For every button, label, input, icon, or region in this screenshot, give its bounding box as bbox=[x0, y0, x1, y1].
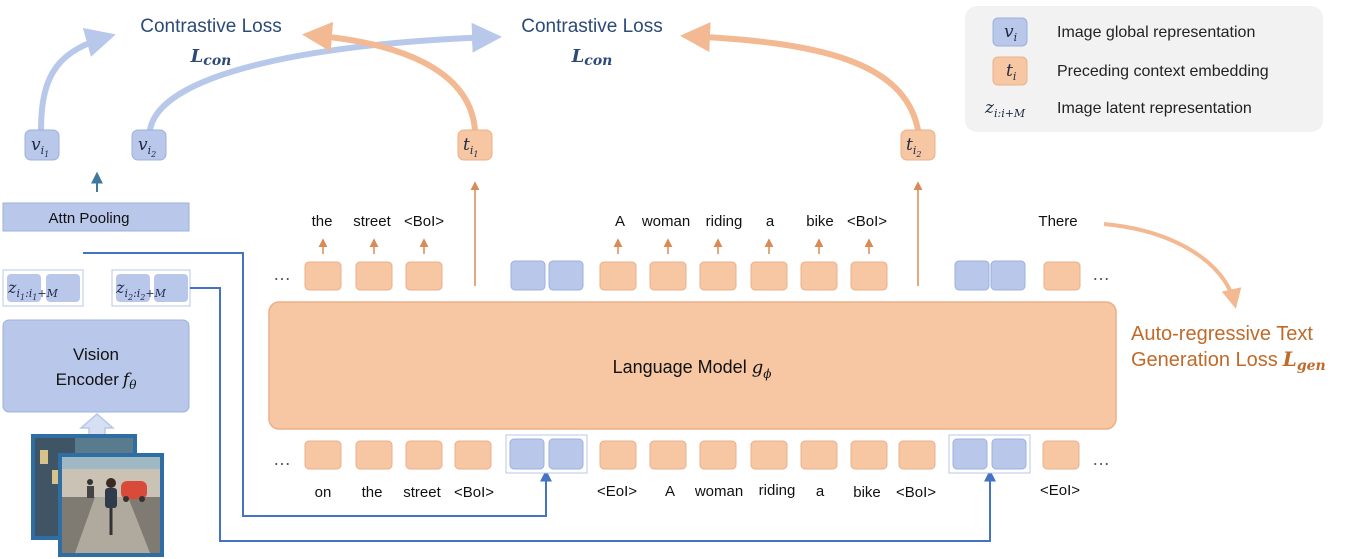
svg-text:ti1: ti1 bbox=[463, 135, 478, 159]
bottom-token: street bbox=[403, 484, 441, 501]
node-t-i1: ti1 bbox=[457, 129, 493, 161]
legend-label-image-global: Image global representation bbox=[1057, 24, 1255, 41]
top-token: the bbox=[312, 213, 333, 230]
svg-text:vi2: vi2 bbox=[138, 135, 156, 159]
bottom-token: a bbox=[816, 483, 825, 500]
ellipsis-left: … bbox=[273, 449, 291, 469]
legend-label-image-latent: Image latent representation bbox=[1057, 100, 1252, 117]
top-token: riding bbox=[706, 213, 743, 230]
contrastive-loss-title: Contrastive Loss bbox=[140, 16, 282, 37]
top-token: street bbox=[353, 213, 391, 230]
bottom-token: <EoI> bbox=[1040, 482, 1080, 499]
svg-text:Vision: Vision bbox=[73, 345, 119, 364]
gen-loss-arrow bbox=[1103, 222, 1242, 309]
bottom-token: woman bbox=[694, 483, 743, 500]
connector-z-i2 bbox=[190, 287, 996, 542]
image-input-arrow bbox=[79, 413, 115, 438]
legend-label-context-embedding: Preceding context embedding bbox=[1057, 63, 1269, 80]
top-token: A bbox=[615, 213, 625, 230]
top-token: bike bbox=[806, 213, 834, 230]
bottom-token: <BoI> bbox=[454, 484, 494, 501]
ellipsis-right: … bbox=[1092, 264, 1110, 284]
ellipsis-right: … bbox=[1092, 449, 1110, 469]
svg-text:vi1: vi1 bbox=[31, 135, 49, 159]
contrastive-arc-v2 bbox=[147, 22, 502, 131]
bottom-token: bike bbox=[853, 484, 881, 501]
output-arrows bbox=[318, 181, 923, 286]
contrastive-loss-symbol: Lcon bbox=[571, 46, 613, 69]
top-token: <BoI> bbox=[847, 213, 887, 230]
bottom-token: on bbox=[315, 484, 332, 501]
legend-swatch-blue bbox=[992, 17, 1028, 47]
svg-text:zi:i+M: zi:i+M bbox=[984, 98, 1026, 120]
contrastive-loss-left: Contrastive Loss Lcon bbox=[140, 16, 282, 69]
bottom-token: the bbox=[362, 484, 383, 501]
node-v-i2: vi2 bbox=[131, 129, 167, 161]
z-i1-box: zi1:i1+M bbox=[2, 269, 84, 307]
legend: vi Image global representation ti Preced… bbox=[965, 6, 1323, 132]
contrastive-loss-title: Contrastive Loss bbox=[521, 16, 663, 37]
top-token: woman bbox=[641, 213, 690, 230]
contrastive-arc-t1 bbox=[302, 21, 478, 131]
contrastive-arc-v1 bbox=[38, 28, 116, 131]
svg-text:Auto-regressive Text: Auto-regressive Text bbox=[1131, 323, 1313, 345]
top-token: a bbox=[766, 213, 775, 230]
top-token: <BoI> bbox=[404, 213, 444, 230]
bottom-token: <BoI> bbox=[896, 484, 936, 501]
svg-text:zi2:i2+M: zi2:i2+M bbox=[115, 278, 167, 302]
top-token: There bbox=[1038, 213, 1077, 230]
contrastive-loss-symbol: Lcon bbox=[190, 46, 232, 69]
bottom-token: A bbox=[665, 483, 675, 500]
node-v-i1: vi1 bbox=[24, 129, 60, 161]
bottom-token: riding bbox=[759, 482, 796, 499]
svg-text:ti: ti bbox=[1006, 61, 1016, 83]
svg-text:Attn Pooling: Attn Pooling bbox=[49, 210, 130, 227]
output-token-row: … … bbox=[273, 260, 1110, 291]
input-token-row: … … bbox=[273, 434, 1110, 474]
contrastive-arc-t2 bbox=[680, 22, 921, 131]
output-token-words: the street <BoI> A woman riding a bike <… bbox=[312, 213, 1078, 230]
legend-swatch-orange bbox=[992, 56, 1028, 86]
z-i2-box: zi2:i2+M bbox=[111, 269, 191, 307]
bottom-token: <EoI> bbox=[597, 483, 637, 500]
contrastive-loss-right: Contrastive Loss Lcon bbox=[521, 16, 663, 69]
svg-text:vi: vi bbox=[1004, 22, 1017, 44]
connector-z-i1 bbox=[83, 252, 552, 517]
svg-text:ti2: ti2 bbox=[906, 135, 921, 159]
svg-text:zi1:i1+M: zi1:i1+M bbox=[7, 278, 59, 302]
attn-pooling-box: Attn Pooling bbox=[2, 202, 190, 232]
node-t-i2: ti2 bbox=[900, 129, 936, 161]
input-token-words: on the street <BoI> <EoI> A woman riding… bbox=[315, 482, 1081, 501]
ellipsis-left: … bbox=[273, 264, 291, 284]
input-image-stack bbox=[31, 434, 164, 557]
